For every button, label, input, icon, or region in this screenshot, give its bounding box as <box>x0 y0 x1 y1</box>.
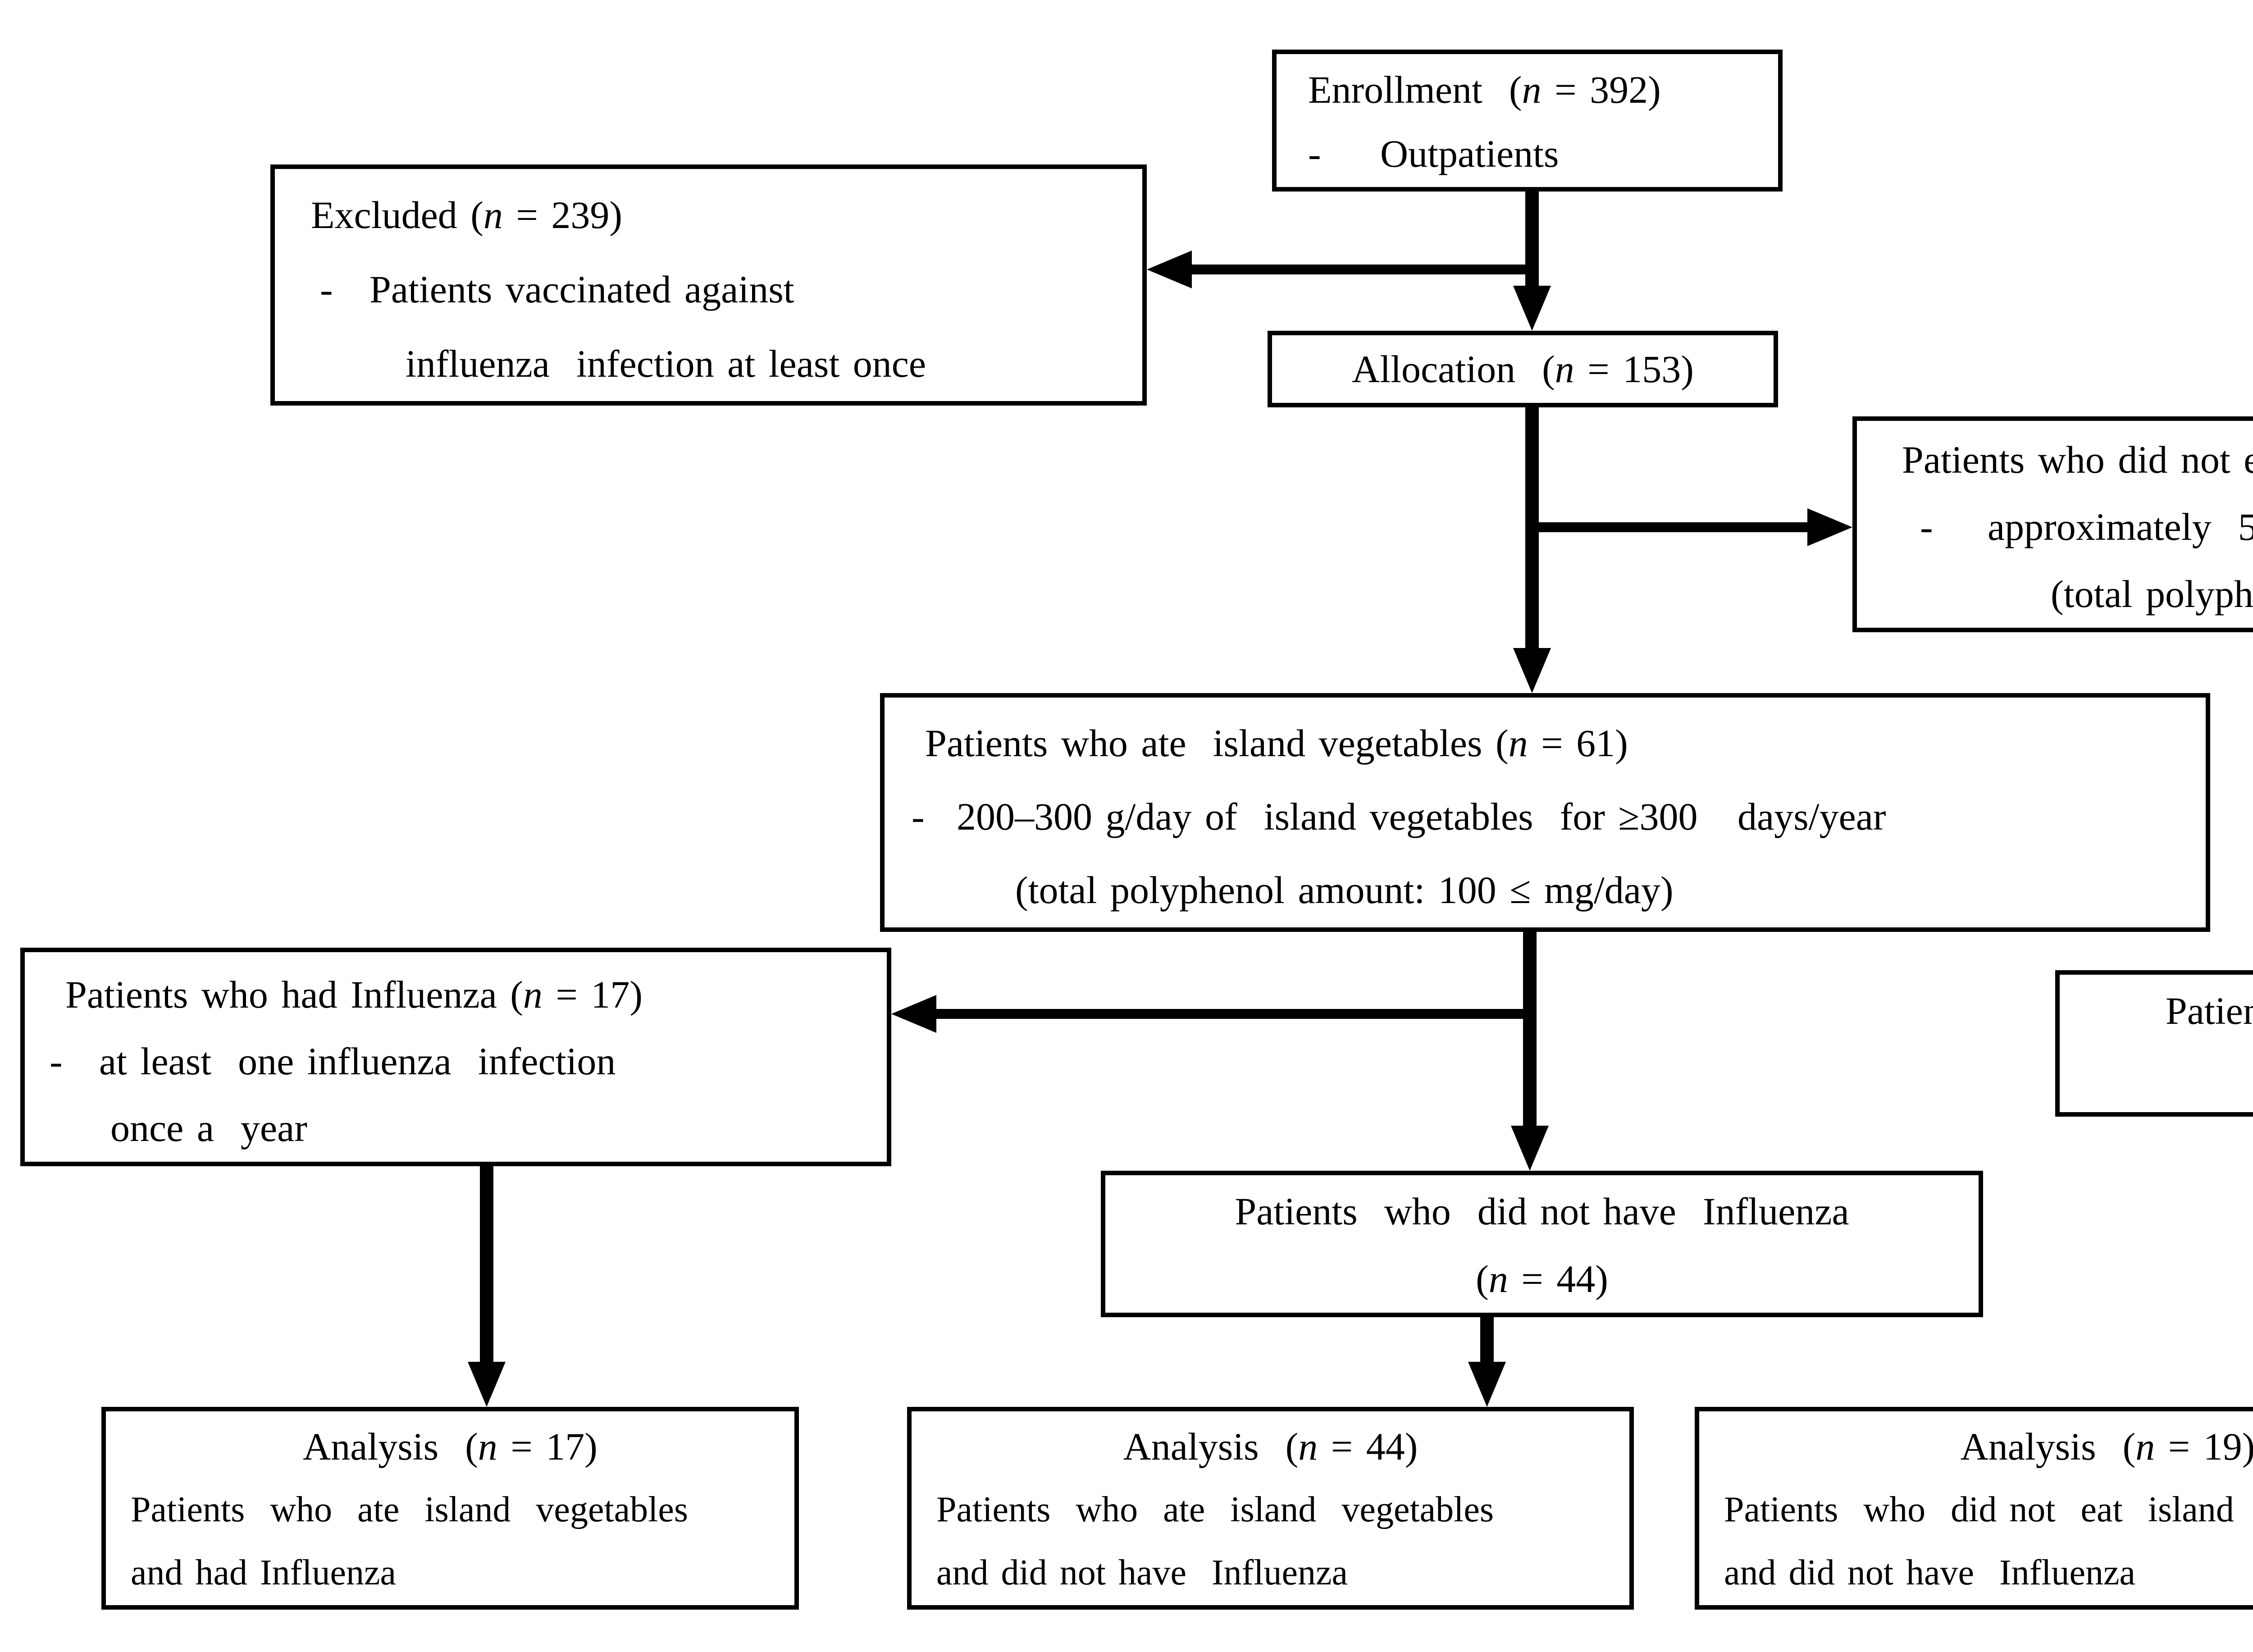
box-analysis-n17: Analysis (n = 17) Patients who ate islan… <box>101 1407 799 1610</box>
bullet-dash: - <box>50 1040 63 1083</box>
n-italic: n <box>478 1425 497 1468</box>
ate-veg-title-pre: Patients who ate island vegetables ( <box>925 721 1509 765</box>
box-had-influenza-n17: Patients who had Influenza (n = 17) -at … <box>20 948 891 1166</box>
ate-veg-title: Patients who ate island vegetables (n = … <box>925 707 2206 780</box>
flu-left-title-pre: Patients who had Influenza ( <box>65 973 523 1016</box>
arrow-n44-to-analysis-head <box>1468 1362 1506 1407</box>
n-italic: n <box>1488 1257 1508 1301</box>
arrow-to-flu-n17-head <box>891 995 936 1033</box>
analysis19-line1: Patients who did not eat island vegetabl… <box>1724 1490 2234 1529</box>
box-no-influenza-n44: Patients who did not have Influenza (n =… <box>1101 1171 1983 1317</box>
flu-left-bullet: -at least one influenza infection <box>50 1028 887 1095</box>
analysis44-line2: and did not have Influenza <box>936 1553 1348 1593</box>
analysis44-line1: Patients who ate island vegetables <box>936 1490 1494 1529</box>
n-italic: n <box>1298 1425 1318 1468</box>
no-flu-right-line1: Patients who did not have Influenza <box>2165 989 2253 1032</box>
arrow-allocation-to-ate-veg-stem <box>1525 407 1539 648</box>
arrow-n17-to-analysis-stem <box>480 1166 493 1362</box>
no-flu-mid-n-post: = 44) <box>1508 1257 1608 1301</box>
ate-veg-bullet: -200–300 g/day of island vegetables for … <box>912 780 2206 853</box>
box-analysis-n44: Analysis (n = 44) Patients who ate islan… <box>907 1407 1634 1610</box>
excluded-bullet: -Patients vaccinated against <box>320 252 1142 327</box>
allocation-title-post: = 153) <box>1574 347 1694 391</box>
arrow-to-excluded-head <box>1147 251 1192 288</box>
analysis17-title-pre: Analysis ( <box>303 1425 478 1468</box>
arrow-ate-veg-to-n44-head <box>1511 1126 1549 1171</box>
n-italic: n <box>2135 1425 2155 1468</box>
bullet-dash: - <box>320 268 333 311</box>
no-veg-bullet: - approximately 50 g/day of island vegeta… <box>1920 493 2253 561</box>
arrow-to-no-veg-head <box>1807 508 1852 546</box>
analysis19-title: Analysis (n = 19) <box>1699 1415 2253 1478</box>
enrollment-title-pre: Enrollment ( <box>1308 68 1522 111</box>
no-veg-title-pre: Patients who did not eat island vegetabl… <box>1902 438 2253 481</box>
box-allocation: Allocation (n = 153) <box>1268 331 1778 407</box>
flu-left-title-post: = 17) <box>542 973 643 1016</box>
box-did-not-eat-vegetables: Patients who did not eat island vegetabl… <box>1852 416 2253 632</box>
no-veg-title: Patients who did not eat island vegetabl… <box>1902 426 2253 493</box>
arrow-allocation-to-ate-veg-head <box>1513 648 1551 693</box>
n-italic: n <box>1555 347 1574 391</box>
excluded-title-pre: Excluded ( <box>311 193 483 237</box>
n-italic: n <box>1522 68 1542 111</box>
ate-veg-title-post: = 61) <box>1528 721 1628 765</box>
excluded-bullet-cont: influenza infection at least once <box>406 342 926 385</box>
allocation-title: Allocation (n = 153) <box>1272 335 1774 403</box>
arrow-to-flu-n17-stem <box>936 1009 1537 1019</box>
n-italic: n <box>523 973 543 1016</box>
excluded-title-post: = 239) <box>502 193 623 237</box>
no-flu-mid-n-pre: ( <box>1476 1257 1489 1301</box>
arrow-ate-veg-to-n44-stem <box>1523 932 1537 1126</box>
analysis17-line2: and had Influenza <box>131 1553 397 1593</box>
arrow-n44-to-analysis-stem <box>1480 1317 1494 1362</box>
analysis17-title-post: = 17) <box>497 1425 597 1468</box>
arrow-n17-to-analysis-head <box>468 1362 506 1407</box>
box-enrollment: Enrollment (n = 392) - Outpatients <box>1272 50 1783 192</box>
no-flu-right-line2: (n = 19) <box>2060 1045 2253 1112</box>
arrow-to-no-veg-stem <box>1539 522 1807 532</box>
n-italic: n <box>1508 721 1528 765</box>
bullet-dash: - <box>1920 505 1933 548</box>
no-veg-bullet-cont: (total polyphenol amount: ≤ 20 mg/day) <box>2051 572 2253 616</box>
box-no-influenza-n19: Patients who did not have Influenza (n =… <box>2055 970 2253 1117</box>
analysis19-title-pre: Analysis ( <box>1960 1425 2136 1468</box>
arrow-to-excluded-stem <box>1192 265 1539 274</box>
flu-left-bullet-text: at least one influenza infection <box>99 1040 616 1083</box>
analysis19-title-post: = 19) <box>2155 1425 2253 1468</box>
bullet-dash: - <box>912 795 925 838</box>
excluded-title: Excluded (n = 239) <box>311 178 1142 252</box>
n-italic: n <box>483 193 503 237</box>
analysis44-title-pre: Analysis ( <box>1123 1425 1299 1468</box>
no-flu-mid-line1: Patients who did not have Influenza <box>1235 1190 1849 1233</box>
box-analysis-n19: Analysis (n = 19) Patients who did not e… <box>1695 1407 2253 1610</box>
no-flu-mid-line2: (n = 44) <box>1105 1245 1979 1313</box>
enrollment-bullet-text: Outpatients <box>1380 132 1559 175</box>
analysis17-line1: Patients who ate island vegetables <box>131 1490 689 1529</box>
flu-left-title: Patients who had Influenza (n = 17) <box>65 961 887 1028</box>
box-excluded: Excluded (n = 239) -Patients vaccinated … <box>270 164 1147 406</box>
enrollment-bullet: - Outpatients <box>1308 122 1778 186</box>
enrollment-title: Enrollment (n = 392) <box>1308 58 1778 122</box>
enrollment-title-post: = 392) <box>1541 68 1661 111</box>
no-veg-bullet-text: approximately 50 g/day of island vegetab… <box>1988 505 2253 548</box>
box-ate-vegetables: Patients who ate island vegetables (n = … <box>880 693 2210 932</box>
excluded-bullet-text: Patients vaccinated against <box>369 268 794 311</box>
analysis44-title: Analysis (n = 44) <box>912 1415 1629 1478</box>
allocation-title-pre: Allocation ( <box>1352 347 1555 391</box>
analysis17-title: Analysis (n = 17) <box>106 1415 794 1478</box>
analysis44-title-post: = 44) <box>1318 1425 1418 1468</box>
arrow-enrollment-to-allocation-head <box>1513 286 1551 331</box>
flu-left-bullet-cont: once a year <box>110 1106 307 1150</box>
ate-veg-bullet-text: 200–300 g/day of island vegetables for ≥… <box>957 795 1886 838</box>
ate-veg-bullet-cont: (total polyphenol amount: 100 ≤ mg/day) <box>1015 868 1674 912</box>
analysis19-line2: and did not have Influenza <box>1724 1553 2136 1593</box>
bullet-dash: - <box>1308 132 1321 175</box>
